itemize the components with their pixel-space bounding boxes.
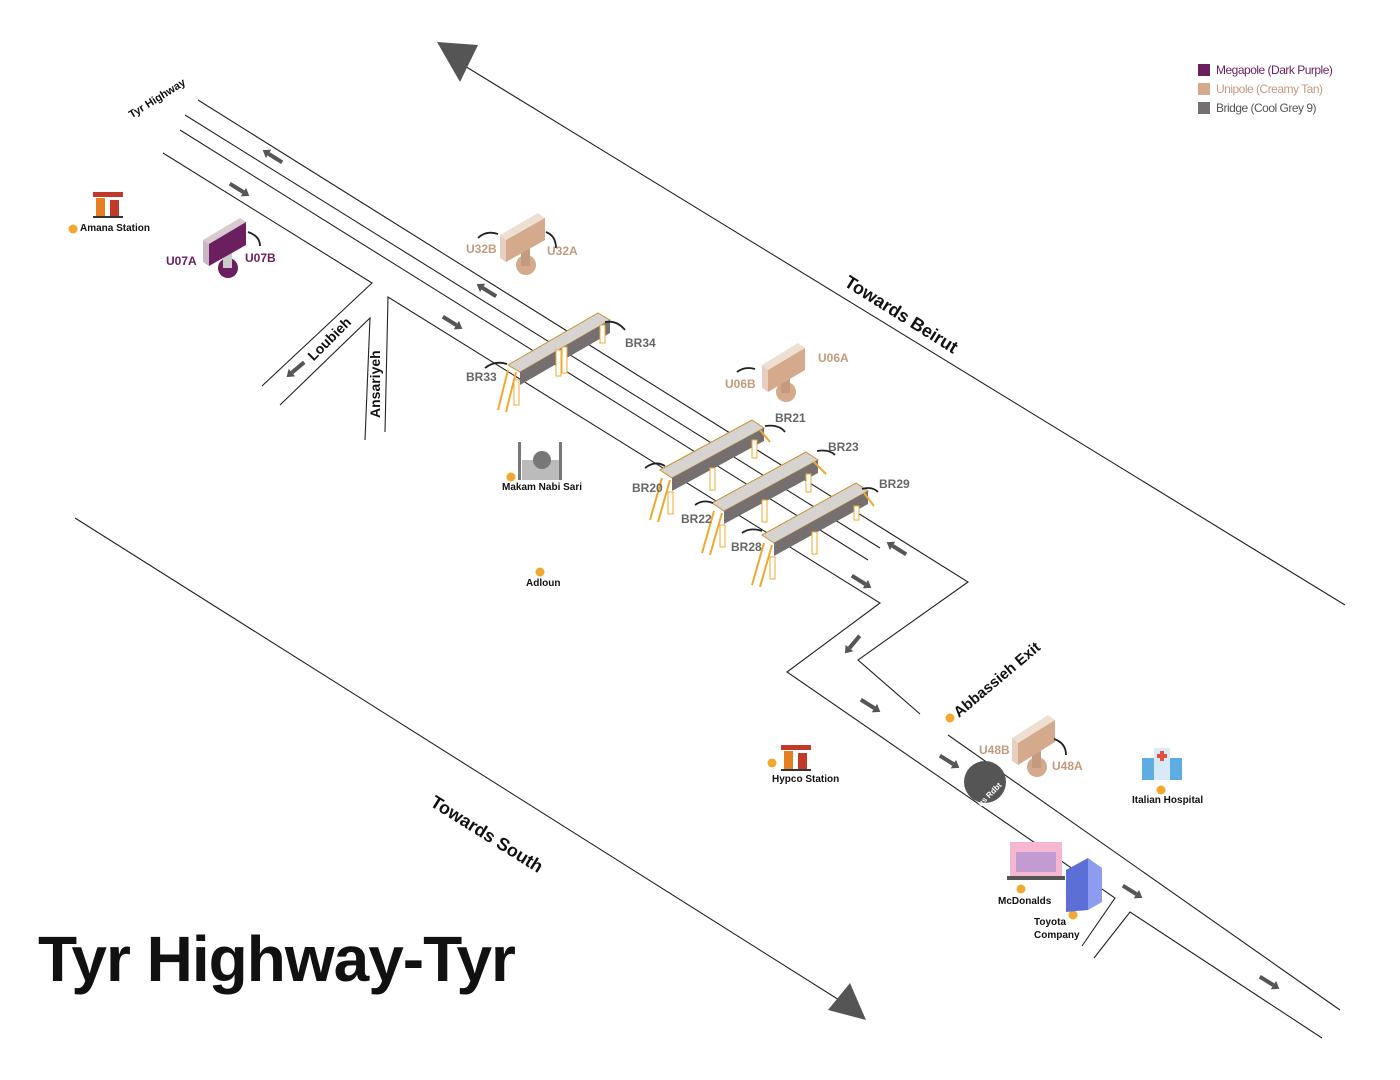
poi-mcdonalds: McDonalds (998, 896, 1052, 907)
billboard-u07b[interactable]: U07B (245, 251, 276, 265)
billboard-u07a[interactable]: U07A (166, 254, 197, 268)
poi-toyota-company: Toyota Company (1034, 917, 1080, 941)
billboard-u32a[interactable]: U32A (547, 244, 578, 258)
billboard-u06b[interactable]: U06B (725, 377, 756, 391)
unipole-u48 (1012, 715, 1055, 777)
legend: Megapole (Dark Purple) Unipole (Creamy T… (1198, 60, 1333, 117)
bridge-br29[interactable]: BR29 (879, 477, 910, 491)
office-building-icon (1066, 858, 1102, 912)
bridge-br33[interactable]: BR33 (466, 370, 497, 384)
ansariyeh-road (384, 296, 1116, 947)
bridge-br22-br23 (701, 451, 827, 556)
legend-item-bridge: Bridge (Cool Grey 9) (1198, 98, 1332, 117)
poi-makam-nabi-sari: Makam Nabi Sari (502, 482, 583, 493)
unipole-swatch (1198, 82, 1210, 95)
loubieh-road-2 (279, 316, 371, 441)
highway-line-1 (197, 99, 969, 715)
poi-dots (68, 224, 1166, 920)
hospital-icon (1142, 748, 1182, 780)
legend-label: Unipole (Creamy Tan) (1216, 81, 1323, 96)
south-road-line (74, 517, 856, 1011)
legend-label: Bridge (Cool Grey 9) (1216, 100, 1317, 115)
unipole-u32 (500, 213, 545, 275)
bridge-br28[interactable]: BR28 (731, 540, 762, 554)
arrow-south-icon (828, 983, 866, 1020)
highway-line-2 (947, 734, 1341, 1011)
bus-roundabout (964, 761, 1006, 803)
loubieh-road-1 (162, 152, 373, 387)
restaurant-icon (1007, 842, 1065, 880)
legend-label: Megapole (Dark Purple) (1216, 62, 1333, 77)
billboard-u32b[interactable]: U32B (466, 242, 497, 256)
mosque-icon (518, 442, 562, 480)
bridge-br23[interactable]: BR23 (828, 440, 859, 454)
legend-item-megapole: Megapole (Dark Purple) (1198, 60, 1333, 79)
bridge-br28-br29 (751, 482, 875, 588)
arrow-north-icon (437, 42, 478, 82)
legend-item-unipole: Unipole (Creamy Tan) (1198, 79, 1332, 98)
exit-road (1093, 911, 1323, 1039)
billboard-u48a[interactable]: U48A (1052, 759, 1083, 773)
bridge-swatch (1198, 101, 1210, 114)
bridges (497, 312, 875, 588)
gas-station-icon (781, 745, 811, 771)
billboard-u48b[interactable]: U48B (979, 743, 1010, 757)
traffic-arrows (228, 149, 1280, 990)
ansariyeh-label: Ansariyeh (367, 350, 383, 418)
beirut-road-line (454, 59, 1346, 606)
poi-amana-station: Amana Station (80, 223, 151, 234)
megapole-u07 (203, 218, 246, 278)
bridge-br33-br34 (497, 312, 611, 413)
megapole-swatch (1198, 63, 1210, 76)
bridge-br34[interactable]: BR34 (625, 336, 656, 350)
map-title: Tyr Highway-Tyr (38, 923, 516, 995)
bridge-br20[interactable]: BR20 (632, 481, 663, 495)
billboard-u06a[interactable]: U06A (818, 351, 849, 365)
unipole-u06 (762, 343, 805, 402)
bridge-br22[interactable]: BR22 (681, 512, 712, 526)
poi-hypco-station: Hypco Station (772, 774, 840, 785)
bridge-br21[interactable]: BR21 (775, 411, 806, 425)
pointer-arrows (247, 231, 1067, 756)
poi-adloun: Adloun (526, 578, 561, 589)
gas-station-icon (93, 192, 123, 218)
poi-italian-hospital: Italian Hospital (1132, 795, 1204, 806)
bridge-br20-br21 (649, 419, 771, 523)
